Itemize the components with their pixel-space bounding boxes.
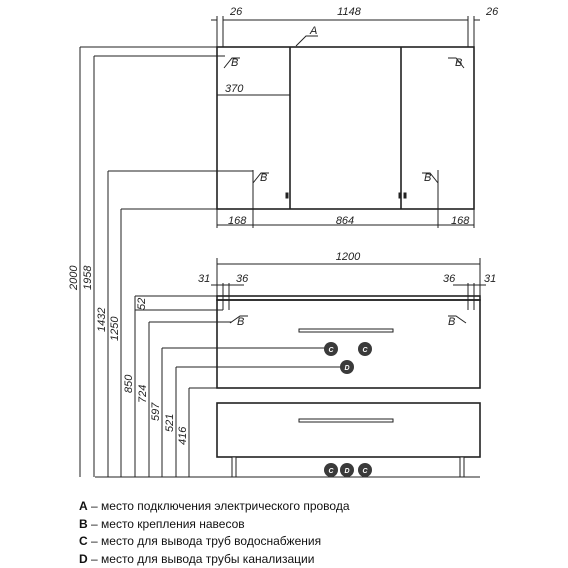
legend-row-b: B – место крепления навесов xyxy=(79,516,559,534)
vdim-label-2000: 2000 xyxy=(68,265,80,291)
vdim-label-850: 850 xyxy=(123,374,135,393)
label-b-2: B xyxy=(455,57,462,69)
lower-drawer-handle xyxy=(298,418,394,423)
dim-168-left: 168 xyxy=(228,215,247,227)
dim-1148: 1148 xyxy=(337,6,362,18)
mirror-cabinet xyxy=(216,46,475,210)
leader-b-6 xyxy=(448,315,467,324)
dim-168-right: 168 xyxy=(451,215,470,227)
dim-31-right: 31 xyxy=(484,273,496,285)
marker-c-1-label: C xyxy=(328,347,334,354)
label-b-1: B xyxy=(231,57,238,69)
label-a: A xyxy=(309,25,317,37)
legend-text-b: – место крепления навесов xyxy=(87,516,245,531)
dim-36-right: 36 xyxy=(443,273,456,285)
label-b-3: B xyxy=(260,172,267,184)
upper-drawer xyxy=(216,299,481,389)
dim-864: 864 xyxy=(336,215,354,227)
legend-row-d: D – место для вывода трубы канализации xyxy=(79,551,559,568)
legend-text-c: – место для вывода труб водоснабжения xyxy=(87,534,322,548)
label-b-6: B xyxy=(448,316,455,328)
dim-36-left: 36 xyxy=(236,273,249,285)
vdim-label-724: 724 xyxy=(137,385,149,403)
legend-key-c: C xyxy=(79,534,88,548)
leader-b-2 xyxy=(448,57,465,69)
marker-c-1 xyxy=(324,342,338,356)
legend-row-a: A – место подключения электрического про… xyxy=(79,498,559,516)
leg-left xyxy=(231,456,237,478)
vdim-label-1958: 1958 xyxy=(82,265,94,290)
legend: A – место подключения электрического про… xyxy=(79,498,559,568)
legend-key-a: A xyxy=(79,499,88,513)
marker-c-2 xyxy=(358,342,372,356)
leader-b-3 xyxy=(252,172,269,184)
marker-d-2 xyxy=(340,463,354,477)
markers: C C D C D C xyxy=(324,342,372,477)
label-b-4: B xyxy=(424,172,431,184)
vdim-label-597: 597 xyxy=(150,402,162,421)
marker-d-1 xyxy=(340,360,354,374)
upper-drawer-handle xyxy=(298,328,394,333)
marker-c-2-label: C xyxy=(362,347,368,354)
marker-d-1-label: D xyxy=(344,365,349,372)
leader-b-1 xyxy=(223,57,240,69)
leg-right xyxy=(459,456,465,478)
vdim-label-416: 416 xyxy=(177,426,189,445)
leader-b-4 xyxy=(422,172,439,184)
dim-370: 370 xyxy=(225,83,244,95)
legend-key-b: B xyxy=(79,516,88,531)
legend-text-d: – место для вывода трубы канализации xyxy=(87,551,315,566)
vdim-label-1250: 1250 xyxy=(109,316,121,341)
leader-b-5 xyxy=(229,315,248,324)
legend-row-c: C – место для вывода труб водоснабжения xyxy=(79,533,559,551)
vdim-label-521: 521 xyxy=(164,414,176,432)
dim-26-right: 26 xyxy=(485,6,499,18)
leader-a xyxy=(295,35,318,47)
dim-26-left: 26 xyxy=(229,6,243,18)
dim-1200: 1200 xyxy=(336,251,361,263)
marker-c-4 xyxy=(358,463,372,477)
marker-c-4-label: C xyxy=(362,468,368,475)
legend-text-a: – место подключения электрического прово… xyxy=(87,499,350,513)
lower-cabinet xyxy=(216,402,481,458)
vdim-label-1432: 1432 xyxy=(96,308,108,332)
label-b-5: B xyxy=(237,316,244,328)
vdim-label-52: 52 xyxy=(136,298,148,310)
marker-c-3-label: C xyxy=(328,468,334,475)
marker-d-2-label: D xyxy=(344,468,349,475)
legend-key-d: D xyxy=(79,551,88,566)
marker-c-3 xyxy=(324,463,338,477)
dim-31-left: 31 xyxy=(198,273,210,285)
